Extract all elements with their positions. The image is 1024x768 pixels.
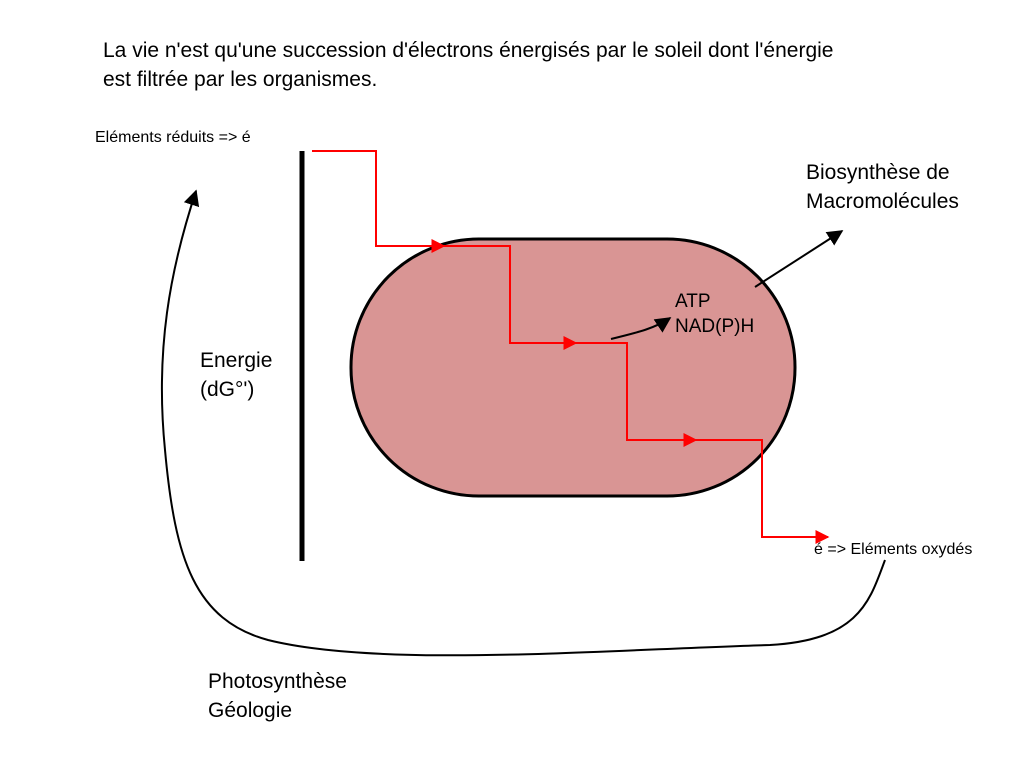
atp-arrow: [610, 317, 672, 340]
photo-line-2: Géologie: [208, 699, 293, 722]
biosynthesis-arrow: [754, 230, 844, 288]
slide-title: La vie n'est qu'une succession d'électro…: [103, 36, 833, 94]
atp-nadph-label: ATP NAD(P)H: [675, 289, 754, 339]
oxidized-elements-label: é => Eléments oxydés: [814, 541, 973, 558]
photo-line-1: Photosynthèse: [208, 670, 347, 693]
title-line-2: est filtrée par les organismes.: [103, 68, 378, 91]
nadph-text: NAD(P)H: [675, 316, 755, 337]
atp-text: ATP: [675, 291, 711, 312]
photosynthesis-label: Photosynthèse Géologie: [208, 667, 347, 725]
biosynthesis-label: Biosynthèse de Macromolécules: [806, 158, 959, 216]
title-line-1: La vie n'est qu'une succession d'électro…: [103, 39, 834, 62]
reduced-elements-label: Eléments réduits => é: [95, 129, 251, 146]
energy-line-2: (dG°'): [200, 378, 255, 401]
cell-shape: [349, 237, 797, 498]
energy-line-1: Energie: [200, 349, 273, 372]
recycle-curve: [160, 189, 886, 657]
biosynthesis-line-2: Macromolécules: [806, 190, 959, 213]
energy-label: Energie (dG°'): [200, 346, 272, 404]
biosynthesis-line-1: Biosynthèse de: [806, 161, 950, 184]
